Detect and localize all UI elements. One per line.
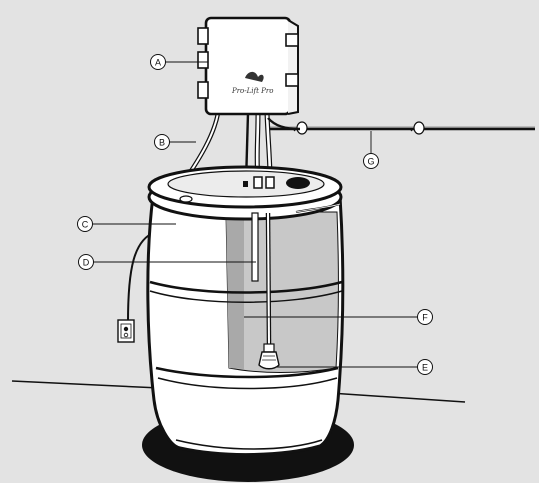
lid-hose-fitting-2 <box>265 176 275 189</box>
callouts: A B C D E F G <box>77 54 433 375</box>
callout-g: G <box>363 131 379 169</box>
callout-circle-b <box>154 134 170 150</box>
callout-letter-e: E <box>422 363 428 373</box>
callout-letter-b: B <box>159 138 165 148</box>
lid-access-port <box>286 177 310 189</box>
wall-outlet <box>117 319 135 343</box>
callout-c: C <box>77 216 176 232</box>
callout-circle-a <box>150 54 166 70</box>
callout-circle-g <box>363 153 379 169</box>
controller-logo-text: Pro-Lift Pro <box>231 87 273 95</box>
submersible-pump <box>258 343 280 370</box>
drip-emitter-2 <box>410 121 425 135</box>
callout-a: A <box>150 54 208 70</box>
barrel-hoop-upper <box>149 280 343 294</box>
callout-b: B <box>154 134 196 150</box>
controller-box: Pro-Lift Pro <box>197 16 299 116</box>
callout-circle-c <box>77 216 93 232</box>
callout-circle-f <box>417 309 433 325</box>
ground-line-left <box>11 380 161 389</box>
callout-letter-f: F <box>422 313 428 323</box>
callout-letter-a: A <box>155 58 161 68</box>
barrel-lid <box>147 165 343 221</box>
irrigation-line <box>270 121 535 135</box>
callout-letter-g: G <box>367 157 374 167</box>
float-switch-tube <box>251 212 259 282</box>
callout-circle-d <box>78 254 94 270</box>
barrel-body <box>146 194 345 457</box>
callout-d: D <box>78 254 256 270</box>
barrel-hoop-lower <box>155 366 339 379</box>
lid-hose-fitting-1 <box>253 176 263 189</box>
callout-f: F <box>244 309 433 325</box>
callout-e: E <box>276 359 433 375</box>
controller-logo-mark <box>245 71 264 82</box>
callout-letter-d: D <box>83 258 90 268</box>
callout-circle-e <box>417 359 433 375</box>
lid-cable-port <box>179 195 193 203</box>
ground-line-right <box>329 392 466 403</box>
callout-letter-c: C <box>82 220 89 230</box>
pump-hose <box>265 212 272 345</box>
